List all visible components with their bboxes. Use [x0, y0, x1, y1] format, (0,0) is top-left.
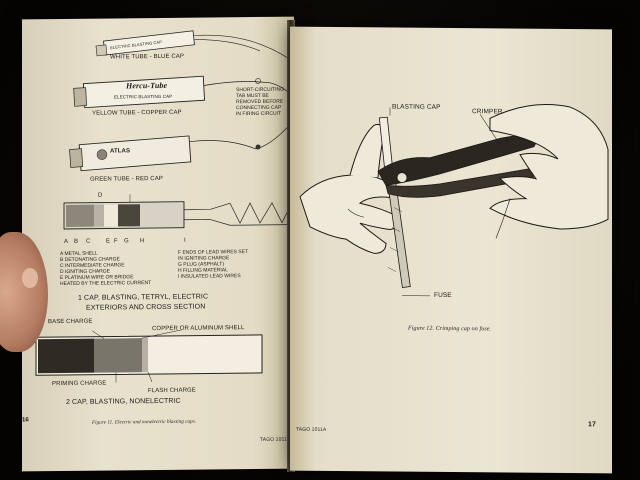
left-page-number: 16 [22, 417, 29, 424]
flash-charge-label: FLASH CHARGE [148, 387, 196, 395]
thumb-holding-book [0, 232, 48, 352]
fig1-caption-line1: 1 CAP, BLASTING, TETRYL, ELECTRIC [78, 293, 209, 302]
yellow-tube-brand: Hercu-Tube [126, 80, 168, 91]
fig1-caption-line2: EXTERIORS AND CROSS SECTION [86, 303, 206, 312]
left-footer-code: TAGO 1011A [260, 436, 291, 443]
white-tube-caption: WHITE TUBE - BLUE CAP [110, 53, 185, 61]
fig2-caption: 2 CAP, BLASTING, NONELECTRIC [66, 397, 181, 406]
yellow-tube-caption: YELLOW TUBE - COPPER CAP [92, 109, 182, 117]
base-charge-label: BASE CHARGE [48, 318, 93, 326]
green-tube-caption: GREEN TUBE - RED CAP [90, 175, 163, 183]
right-figure-caption: Figure 12. Crimping cap on fuse. [408, 325, 492, 333]
short-circuit-note: SHORT-CIRCUITING TAB MUST BE REMOVED BEF… [236, 86, 284, 118]
yellow-tube-illustration [73, 75, 294, 109]
legend-right: F ENDS OF LEAD WIRES SET IN IGNITING CHA… [178, 249, 249, 280]
label-fuse: FUSE [434, 291, 452, 300]
cross-section-diagram [63, 194, 293, 230]
label-blasting-cap: BLASTING CAP [392, 103, 441, 111]
green-tube-brand: ATLAS [110, 148, 131, 155]
green-tube-illustration [69, 126, 289, 172]
right-footer-code: TAGO 1011A [296, 426, 327, 433]
right-page-number: 17 [588, 421, 596, 429]
thumbnail [22, 268, 38, 288]
priming-charge-label: PRIMING CHARGE [52, 380, 107, 388]
left-figure-caption: Figure 11. Electric and nonelectric blas… [92, 419, 197, 426]
left-page: ELECTRIC BLASTING CAP WHITE TUBE - BLUE … [22, 16, 298, 472]
label-crimper: CRIMPER [472, 108, 503, 116]
nonelectric-cap-diagram [35, 329, 263, 383]
right-page: BLASTING CAP CRIMPER FUSE Figure 12. Cri… [290, 26, 612, 474]
yellow-tube-cap-text: ELECTRIC BLASTING CAP [114, 93, 173, 100]
crimping-illustration [299, 104, 609, 297]
legend-left: A METAL SHELL B DETONATING CHARGE C INTE… [60, 250, 152, 288]
